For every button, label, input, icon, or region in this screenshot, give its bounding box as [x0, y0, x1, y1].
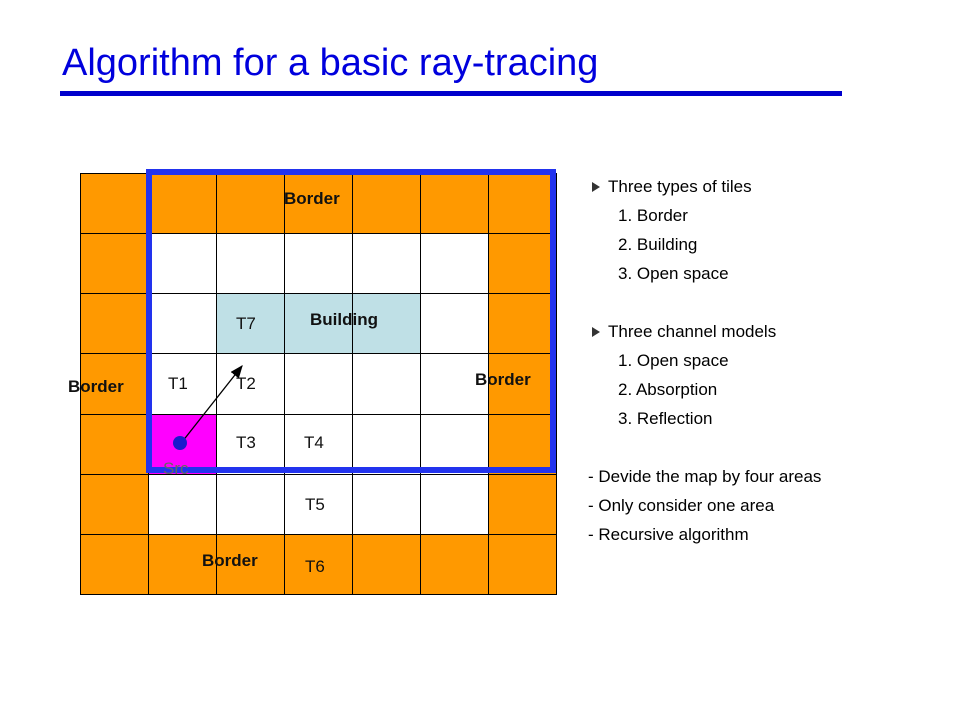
tiles-heading-row: Three types of tiles [588, 172, 821, 201]
tile-border [488, 473, 557, 535]
tile-label-t2: T2 [236, 374, 256, 393]
tile-border [352, 533, 421, 595]
tile-border [284, 533, 353, 595]
tile-open [284, 473, 353, 535]
tile-border [80, 533, 149, 595]
tile-open [352, 233, 421, 295]
tile-type-item: 2. Building [618, 235, 698, 254]
tile-border [488, 173, 557, 235]
building-label: Building [310, 310, 378, 329]
channel-model-item: 2. Absorption [618, 380, 718, 399]
tile-open [420, 413, 489, 475]
tile-grid [80, 173, 557, 595]
ray-arrow [181, 364, 243, 443]
tile-open [216, 413, 285, 475]
border-label-right: Border [475, 370, 531, 389]
tile-border [80, 233, 149, 295]
border-label-top: Border [284, 189, 340, 208]
tile-type-item: 3. Open space [618, 264, 729, 283]
tile-open [420, 293, 489, 355]
tile-border [148, 533, 217, 595]
source-dot [173, 436, 187, 450]
tile-label-t1: T1 [168, 374, 188, 393]
title-underline [60, 91, 842, 96]
tiles-heading: Three types of tiles [608, 177, 752, 196]
tile-border [420, 533, 489, 595]
tile-label-t6: T6 [305, 557, 325, 576]
tile-open [420, 233, 489, 295]
note-item: - Devide the map by four areas [588, 467, 822, 486]
tile-label-t3: T3 [236, 433, 256, 452]
tile-open [216, 473, 285, 535]
tile-open [352, 473, 421, 535]
tile-border [488, 293, 557, 355]
note-item: - Recursive algorithm [588, 525, 749, 544]
tile-open [148, 233, 217, 295]
note-item: - Only consider one area [588, 496, 775, 515]
models-heading-row: Three channel models [588, 317, 821, 346]
tile-open [352, 353, 421, 415]
tile-border [80, 173, 149, 235]
triangle-bullet-icon [592, 181, 600, 192]
tile-building [216, 293, 285, 355]
tile-building [284, 293, 353, 355]
tile-border [80, 293, 149, 355]
tile-border [216, 173, 285, 235]
tile-label-t4: T4 [304, 433, 324, 452]
area-frame [146, 169, 556, 473]
slide-title: Algorithm for a basic ray-tracing [62, 42, 599, 84]
tile-open [352, 413, 421, 475]
tile-building [352, 293, 421, 355]
border-label-left: Border [68, 377, 124, 396]
tile-open [284, 413, 353, 475]
tile-label-t5: T5 [305, 495, 325, 514]
tile-border [488, 533, 557, 595]
channel-model-item: 1. Open space [618, 351, 729, 370]
tile-type-item: 1. Border [618, 206, 688, 225]
triangle-bullet-icon [592, 326, 600, 337]
tile-border [488, 233, 557, 295]
tile-label-t7: T7 [236, 314, 256, 333]
tile-border [488, 353, 557, 415]
models-heading: Three channel models [608, 322, 777, 341]
source-label: Src [163, 459, 189, 478]
info-panel: Three types of tiles 1. Border 2. Buildi… [588, 172, 821, 549]
border-label-bottom: Border [202, 551, 258, 570]
channel-model-item: 3. Reflection [618, 409, 713, 428]
